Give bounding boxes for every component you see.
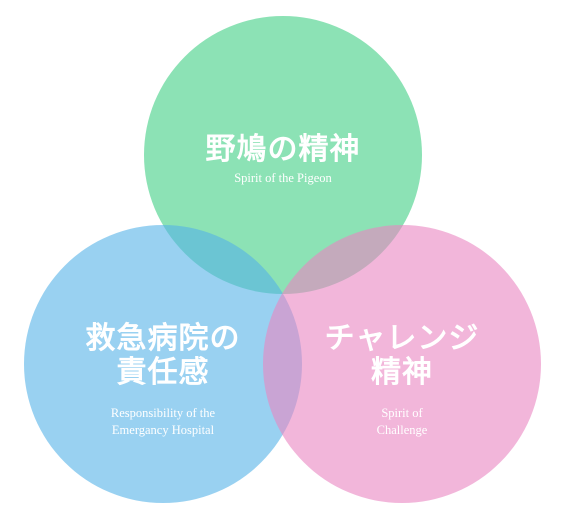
circle-emergency: [24, 225, 302, 503]
challenge-subtitle-line1: Spirit of: [381, 406, 423, 420]
challenge-title-line2: 精神: [371, 355, 433, 390]
emergency-subtitle-line2: Emergancy Hospital: [111, 423, 215, 437]
pigeon-title: 野鳩の精神: [205, 132, 361, 167]
emergency-subtitle-line1: Responsibility of the: [110, 406, 216, 420]
circle-pigeon: [144, 16, 422, 294]
circle-challenge: [263, 225, 541, 503]
challenge-subtitle-line2: Challenge: [376, 423, 428, 437]
pigeon-subtitle: Spirit of the Pigeon: [234, 171, 332, 185]
challenge-title-line1: チャレンジ: [324, 321, 480, 356]
emergency-title-line1: 救急病院の: [85, 321, 241, 356]
pigeon-label: 野鳩の精神 Spirit of the Pigeon: [183, 133, 383, 187]
emergency-label: 救急病院の 責任感 Responsibility of the Emerganc…: [58, 322, 268, 439]
challenge-label: チャレンジ 精神 Spirit of Challenge: [297, 322, 507, 439]
emergency-title-line2: 責任感: [116, 355, 210, 390]
